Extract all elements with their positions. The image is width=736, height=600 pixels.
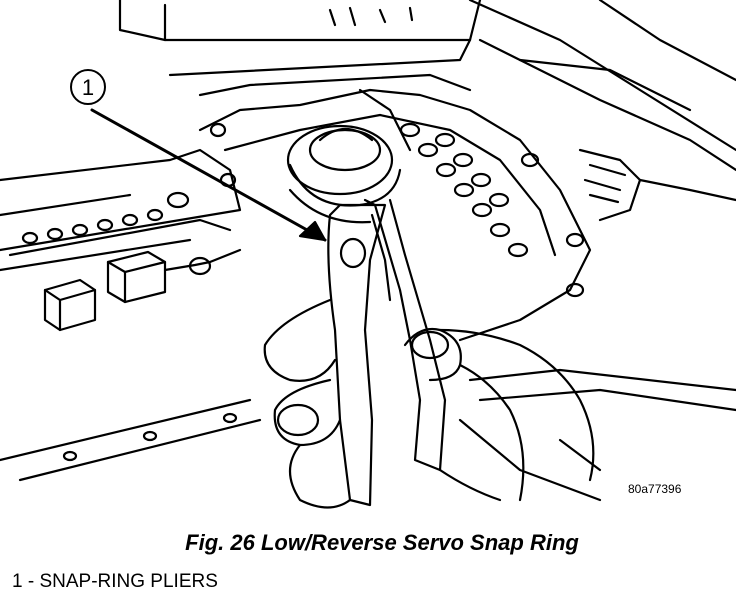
legend-item-1: 1 - SNAP-RING PLIERS (12, 571, 218, 592)
wire-harness (578, 148, 736, 222)
figure-code: 80a77396 (628, 482, 682, 496)
snap-ring-pliers (327, 198, 447, 507)
connector-blocks (43, 248, 242, 332)
technician-hand (263, 298, 595, 509)
transmission-case (118, 0, 736, 172)
valve-body-plate (0, 148, 242, 272)
callout-1: 1 (70, 69, 106, 105)
callout-arrow (90, 108, 327, 242)
figure-caption: Fig. 26 Low/Reverse Servo Snap Ring (0, 530, 736, 556)
callout-number: 1 (82, 75, 94, 100)
servo-housing (198, 88, 592, 342)
legend: 1 - SNAP-RING PLIERS (12, 571, 218, 593)
line-drawing-illustration: 1 (0, 0, 736, 509)
lower-plate (0, 368, 736, 502)
figure-caption-text: Fig. 26 Low/Reverse Servo Snap Ring (185, 530, 579, 555)
